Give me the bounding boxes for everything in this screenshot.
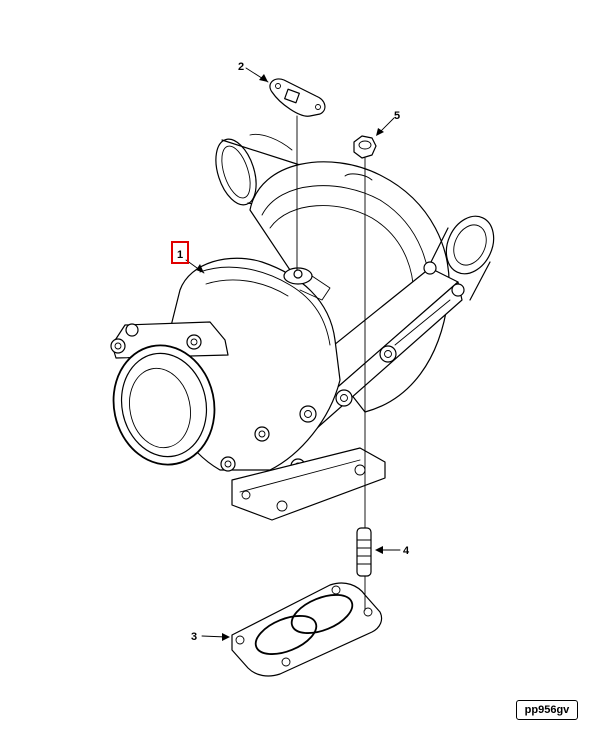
callout-2: 2	[238, 61, 244, 73]
turbine-flange-gasket	[231, 582, 383, 677]
stud	[356, 527, 372, 577]
callout-1-highlight	[171, 241, 189, 264]
oil-feed-gasket	[269, 78, 326, 117]
turbocharger-drawing	[110, 133, 495, 521]
callout-4: 4	[403, 545, 410, 557]
hex-nut	[353, 135, 377, 159]
callout-1: 1	[177, 249, 183, 261]
callout-3: 3	[191, 631, 197, 643]
reference-code-label: pp956gv	[516, 700, 578, 720]
callout-5: 5	[394, 110, 400, 122]
alignment-lines	[296, 115, 366, 611]
leader-lines	[185, 67, 401, 641]
